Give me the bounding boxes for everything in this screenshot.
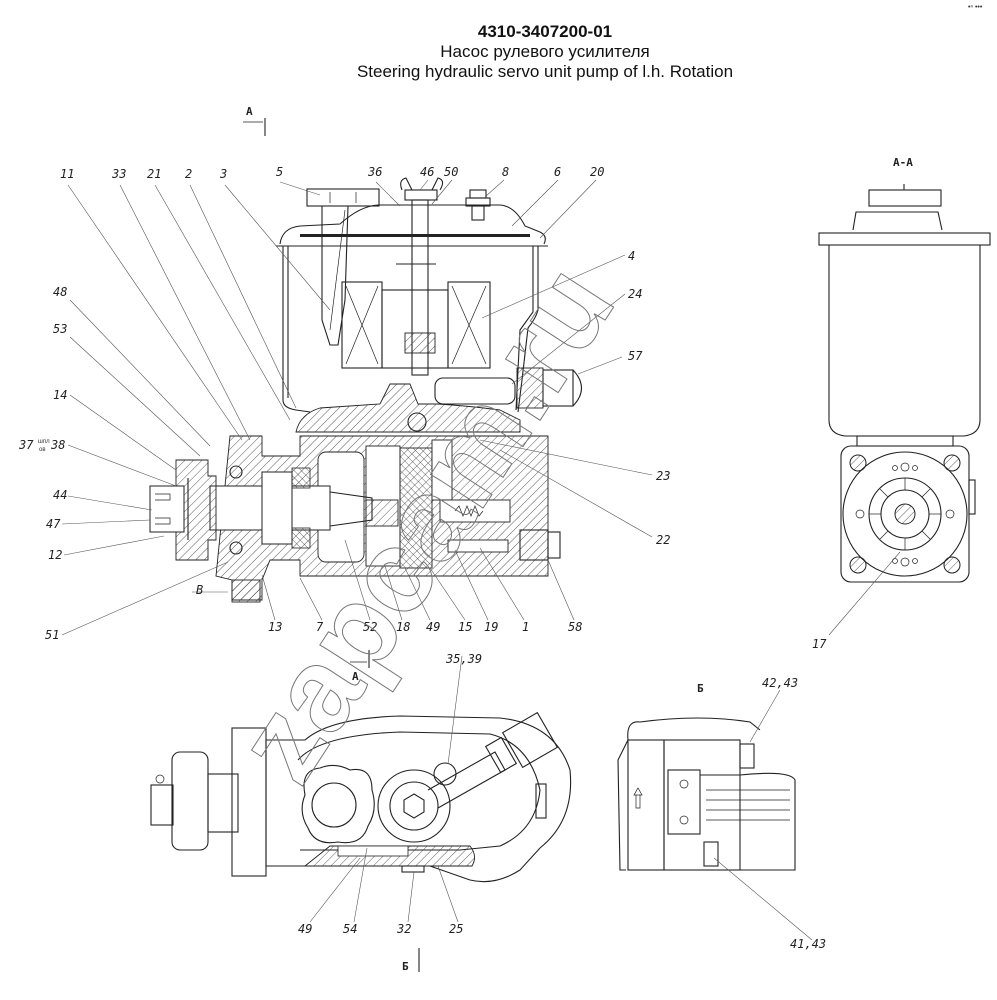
callouts-main: 11 33 21 2 3 5 36 46 50 8 6 20 4 24 57 2…	[18, 165, 670, 642]
outlet-pipe	[434, 377, 516, 405]
callout-52: 52	[363, 620, 377, 634]
callout-42-43: 42,43	[762, 676, 798, 690]
callout-1: 1	[522, 620, 529, 634]
callout-50: 50	[444, 165, 458, 179]
callout-12: 12	[48, 548, 62, 562]
callout-5: 5	[276, 165, 283, 179]
view-b-title: Б	[697, 682, 704, 695]
callout-38: 38	[50, 438, 65, 452]
callout-7: 7	[316, 620, 324, 634]
callout-37: 37	[18, 438, 34, 452]
callout-6: 6	[554, 165, 561, 179]
callout-41-43: 41,43	[790, 937, 826, 951]
callout-48: 48	[53, 285, 67, 299]
corner-mark: •ⁿ •••	[968, 4, 983, 11]
callout-47: 47	[46, 517, 61, 531]
callout-14: 14	[53, 388, 67, 402]
section-a-top-label: А	[246, 105, 253, 118]
callout-2: 2	[185, 167, 192, 181]
callout-57: 57	[628, 349, 643, 363]
leader-lines-main	[61, 179, 653, 636]
callout-8: 8	[502, 165, 509, 179]
callout-35-39: 35,39	[445, 652, 482, 666]
callout-32: 32	[396, 922, 411, 936]
callout-36: 36	[367, 165, 382, 179]
callout-51: 51	[45, 628, 59, 642]
callout-23: 23	[656, 469, 670, 483]
title-block: 4310-3407200-01 Насос рулевого усилителя…	[0, 22, 997, 82]
callout-33: 33	[111, 167, 126, 181]
callout-53: 53	[53, 322, 67, 336]
callout-17: 17	[812, 637, 827, 651]
callout-20: 20	[590, 165, 604, 179]
lower-side-view: 35,39 49 54 32 25	[150, 652, 572, 936]
callout-54: 54	[343, 922, 357, 936]
main-section-view	[149, 177, 583, 603]
callout-11: 11	[60, 167, 74, 181]
callout-19: 19	[484, 620, 498, 634]
callout-25: 25	[449, 922, 463, 936]
section-aa-title: А-А	[893, 156, 913, 169]
section-b-bottom-label: Б	[402, 960, 409, 973]
section-aa-view: А-А 17	[812, 156, 991, 651]
section-a-bottom-label: А	[352, 670, 359, 683]
callout-58: 58	[568, 620, 582, 634]
callout-46: 46	[420, 165, 434, 179]
reservoir-cap	[279, 204, 546, 245]
pulley	[171, 751, 209, 851]
title-russian: Насос рулевого усилителя	[440, 42, 650, 61]
reservoir-body-right	[517, 246, 539, 413]
callout-49: 49	[426, 620, 440, 634]
callout-13: 13	[268, 620, 282, 634]
detail-v-label: В	[196, 583, 203, 597]
callout-49-lower: 49	[298, 922, 312, 936]
note-ov: ов	[39, 447, 46, 453]
section-mark-a-bottom: А	[350, 650, 370, 683]
filler-cap	[306, 188, 380, 207]
part-number: 4310-3407200-01	[477, 22, 613, 41]
callout-15: 15	[458, 620, 472, 634]
reservoir-body-left	[282, 246, 311, 413]
callout-44: 44	[53, 488, 67, 502]
title-english: Steering hydraulic servo unit pump of l.…	[356, 62, 734, 81]
callout-24: 24	[628, 287, 642, 301]
view-b: Б 42,43 41,43	[617, 676, 826, 951]
note-shpl: шпл	[38, 439, 50, 445]
callout-18: 18	[396, 620, 410, 634]
center-rod	[411, 199, 429, 376]
section-mark-b-bottom: Б	[402, 948, 420, 973]
callout-22: 22	[656, 533, 670, 547]
callout-21: 21	[147, 167, 161, 181]
callout-4: 4	[628, 249, 635, 263]
section-mark-a-top: А	[243, 105, 266, 136]
callout-3: 3	[219, 167, 227, 181]
